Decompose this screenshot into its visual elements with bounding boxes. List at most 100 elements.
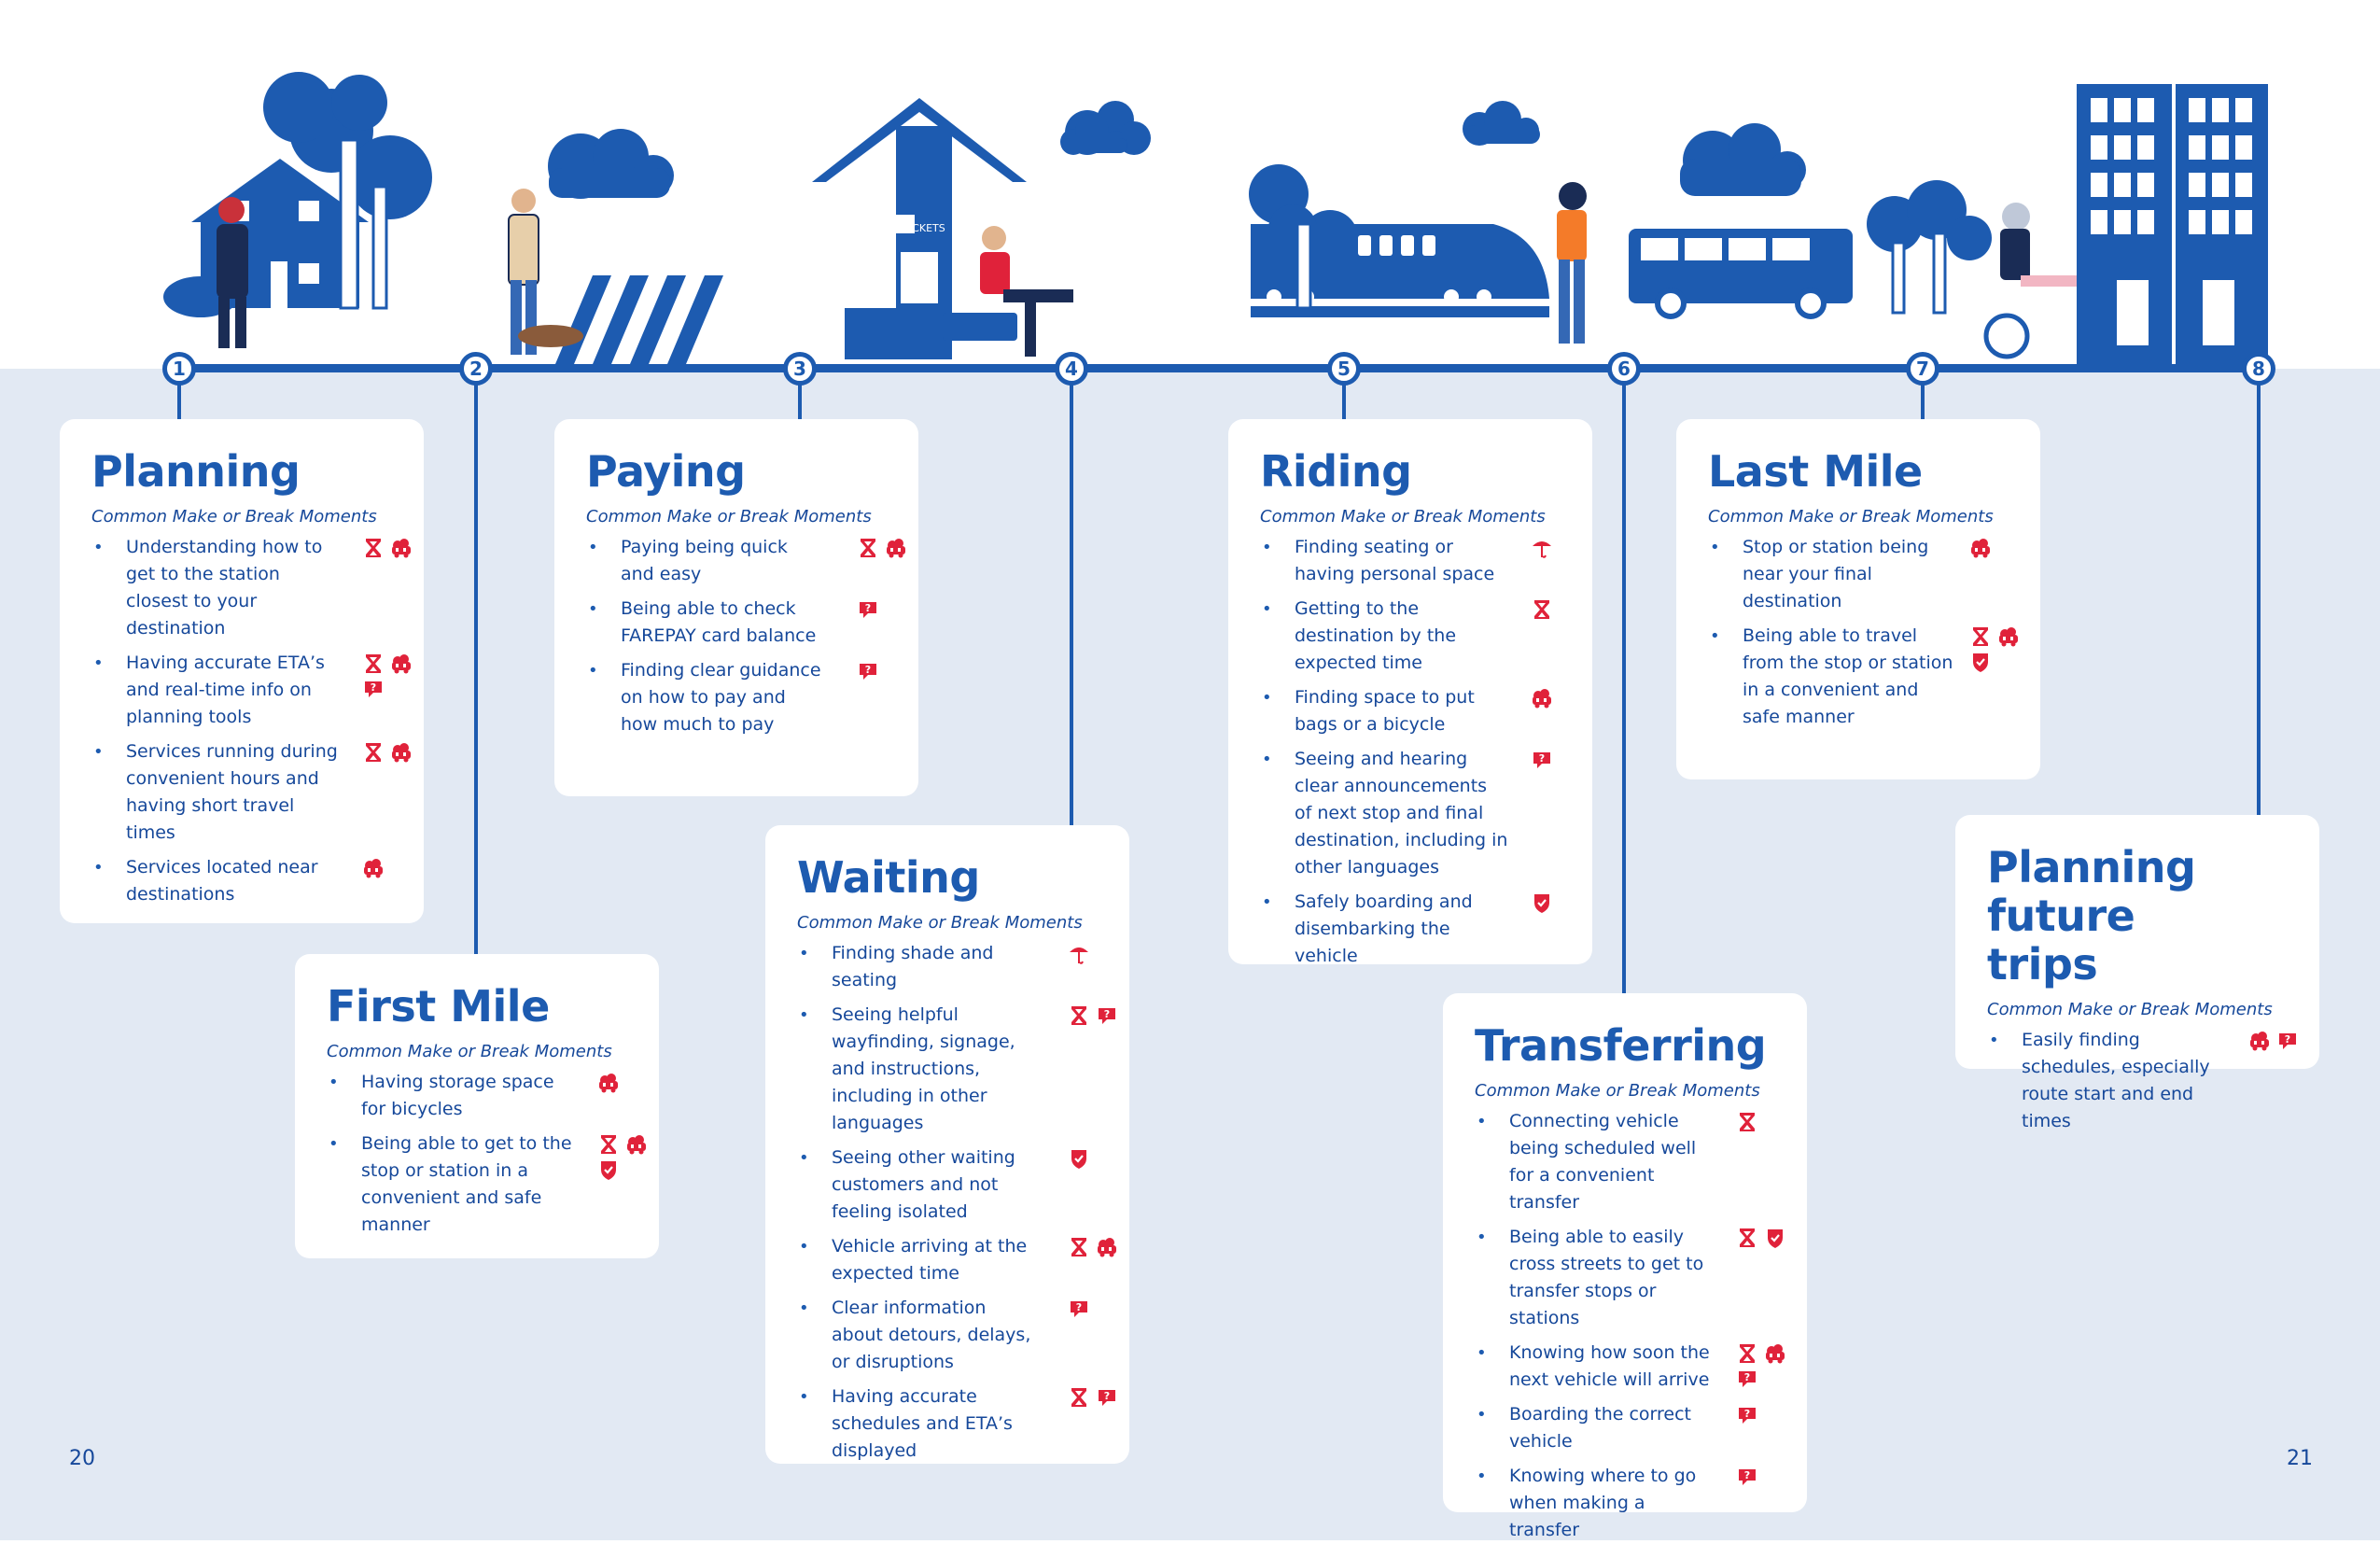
safety-icon bbox=[1969, 651, 1992, 673]
moment-icons: ? bbox=[2248, 1030, 2323, 1052]
moments-list: Finding seating or having personal space… bbox=[1260, 534, 1564, 970]
moment-item: Being able to get to the stop or station… bbox=[327, 1130, 646, 1239]
step-number: 7 bbox=[1916, 358, 1929, 380]
step-number: 5 bbox=[1337, 358, 1351, 380]
info-icon: ? bbox=[857, 660, 879, 682]
moment-item: Finding clear guidance on how to pay and… bbox=[586, 657, 890, 738]
moment-item: Being able to easily cross streets to ge… bbox=[1475, 1224, 1783, 1332]
moment-text: Knowing how soon the next vehicle will a… bbox=[1509, 1342, 1710, 1390]
svg-text:?: ? bbox=[1076, 1301, 1082, 1313]
card-subtitle: Common Make or Break Moments bbox=[1260, 507, 1546, 526]
card-subtitle: Common Make or Break Moments bbox=[1475, 1081, 1760, 1101]
moment-item: Being able to travel from the stop or st… bbox=[1708, 623, 2018, 731]
card-title: Waiting bbox=[797, 852, 980, 903]
comfort-icon bbox=[1969, 537, 1992, 559]
comfort-icon bbox=[362, 857, 385, 879]
moment-text: Finding clear guidance on how to pay and… bbox=[621, 660, 821, 735]
moment-text: Boarding the correct vehicle bbox=[1509, 1404, 1692, 1452]
moment-item: Stop or station being near your final de… bbox=[1708, 534, 2012, 615]
moment-icons bbox=[362, 537, 437, 559]
moment-text: Safely boarding and disembarking the veh… bbox=[1295, 891, 1473, 966]
comfort-icon bbox=[597, 1072, 620, 1094]
svg-text:?: ? bbox=[1539, 752, 1545, 765]
moment-icons: ? bbox=[857, 660, 931, 682]
card-title: Transferring bbox=[1475, 1020, 1767, 1071]
moments-list: Finding shade and seatingSeeing helpful … bbox=[797, 940, 1116, 1465]
moment-icons bbox=[1068, 943, 1142, 965]
card-paying: Paying Common Make or Break Moments Payi… bbox=[554, 419, 918, 796]
moment-item: Having accurate schedules and ETA’s disp… bbox=[797, 1383, 1115, 1465]
moment-item: Having storage space for bicycles bbox=[327, 1069, 631, 1123]
svg-text:?: ? bbox=[371, 681, 376, 694]
info-icon: ? bbox=[2276, 1030, 2299, 1052]
moment-icons bbox=[1531, 598, 1605, 621]
safety-icon bbox=[1068, 1147, 1090, 1170]
moment-text: Understanding how to get to the station … bbox=[126, 537, 323, 639]
moment-text: Being able to easily cross streets to ge… bbox=[1509, 1227, 1704, 1328]
moments-list: Understanding how to get to the station … bbox=[91, 534, 411, 908]
time-icon bbox=[1736, 1227, 1758, 1249]
moment-icons bbox=[1531, 537, 1605, 559]
moment-item: Finding seating or having personal space bbox=[1260, 534, 1564, 588]
info-icon: ? bbox=[1096, 1004, 1118, 1027]
moment-icons bbox=[1736, 1227, 1811, 1249]
moment-icons: ? bbox=[1736, 1404, 1811, 1426]
card-first-mile: First Mile Common Make or Break Moments … bbox=[295, 954, 659, 1258]
moment-text: Being able to get to the stop or station… bbox=[361, 1133, 572, 1235]
step-number: 2 bbox=[469, 358, 483, 380]
moment-icons bbox=[362, 857, 437, 879]
step-number: 6 bbox=[1617, 358, 1631, 380]
svg-text:?: ? bbox=[1744, 1371, 1750, 1383]
moment-text: Seeing helpful wayfinding, signage, and … bbox=[832, 1004, 1015, 1133]
ticket-booth-illustration bbox=[812, 98, 1073, 359]
moment-text: Paying being quick and easy bbox=[621, 537, 788, 584]
moment-item: Safely boarding and disembarking the veh… bbox=[1260, 889, 1564, 970]
time-icon bbox=[362, 653, 385, 675]
card-title: Paying bbox=[586, 446, 746, 497]
moment-icons bbox=[362, 741, 437, 764]
moment-icons: ? bbox=[1736, 1466, 1811, 1488]
moment-text: Stop or station being near your final de… bbox=[1743, 537, 1929, 611]
building-illustration bbox=[2077, 84, 2268, 364]
card-title: Planning future trips bbox=[1987, 842, 2196, 990]
card-title: Riding bbox=[1260, 446, 1412, 497]
shade-icon bbox=[1531, 537, 1553, 559]
moment-text: Clear information about detours, delays,… bbox=[832, 1298, 1031, 1372]
step-marker-7: 7 bbox=[1906, 352, 1939, 386]
comfort-icon bbox=[1096, 1236, 1118, 1258]
svg-text:?: ? bbox=[1104, 1390, 1110, 1402]
moment-item: Boarding the correct vehicle? bbox=[1475, 1401, 1779, 1455]
moment-icons: ? bbox=[1068, 1004, 1142, 1027]
safety-icon bbox=[597, 1158, 620, 1181]
moment-text: Being able to check FAREPAY card balance bbox=[621, 598, 817, 646]
comfort-icon bbox=[885, 537, 907, 559]
moment-icons bbox=[597, 1133, 672, 1181]
moment-item: Vehicle arriving at the expected time bbox=[797, 1233, 1116, 1287]
moment-text: Vehicle arriving at the expected time bbox=[832, 1236, 1028, 1284]
moment-item: Clear information about detours, delays,… bbox=[797, 1295, 1101, 1376]
ticket-sign-text: TICKETS bbox=[902, 222, 945, 234]
info-icon: ? bbox=[1736, 1404, 1758, 1426]
step-marker-6: 6 bbox=[1607, 352, 1641, 386]
moment-item: Seeing other waiting customers and not f… bbox=[797, 1144, 1101, 1226]
step-number: 3 bbox=[793, 358, 806, 380]
card-waiting: Waiting Common Make or Break Moments Fin… bbox=[765, 825, 1129, 1464]
comfort-icon bbox=[2248, 1030, 2271, 1052]
comfort-icon bbox=[390, 537, 413, 559]
person-illustration bbox=[217, 197, 248, 348]
moment-icons bbox=[857, 537, 931, 559]
card-subtitle: Common Make or Break Moments bbox=[586, 507, 872, 526]
moment-icons bbox=[1969, 625, 2044, 673]
time-icon bbox=[1531, 598, 1553, 621]
shade-icon bbox=[1068, 943, 1090, 965]
info-icon: ? bbox=[1068, 1298, 1090, 1320]
comfort-icon bbox=[1764, 1342, 1786, 1365]
comfort-icon bbox=[1531, 687, 1553, 709]
moments-list: Connecting vehicle being scheduled well … bbox=[1475, 1108, 1785, 1544]
moment-icons bbox=[1068, 1236, 1142, 1258]
card-title: First Mile bbox=[327, 981, 550, 1032]
info-icon: ? bbox=[1096, 1386, 1118, 1409]
moment-item: Paying being quick and easy bbox=[586, 534, 905, 588]
house-illustration bbox=[163, 72, 432, 317]
moment-icons bbox=[1736, 1111, 1811, 1133]
